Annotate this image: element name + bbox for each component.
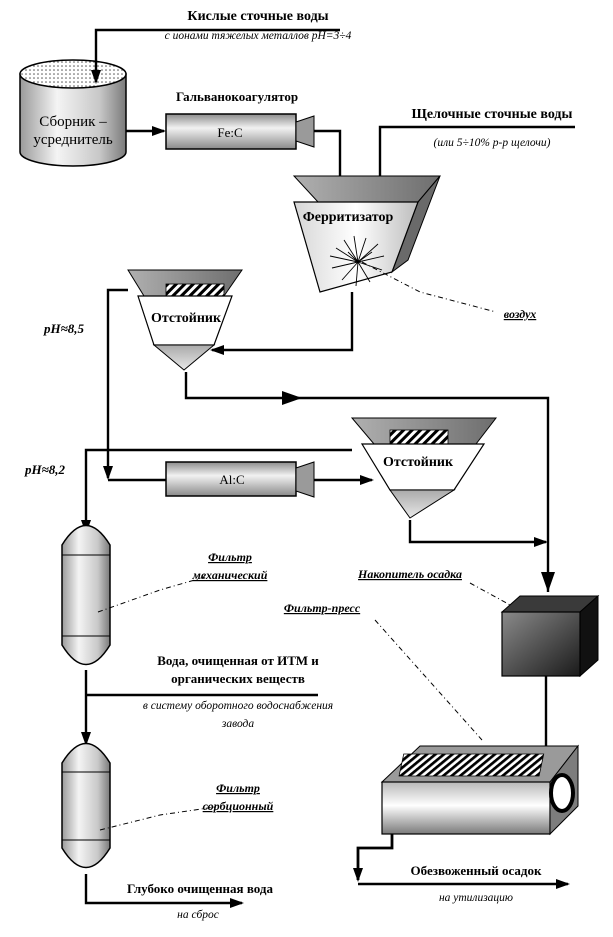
galvanocoagulator-label: Гальванокоагулятор — [176, 89, 298, 104]
filter-press-leader — [374, 619, 483, 741]
aerator-burst-icon — [329, 235, 385, 287]
ferritizer-to-settler1-line — [210, 292, 354, 355]
filter-mech-label-1: Фильтр — [208, 550, 252, 564]
alkaline-water-label: Щелочные сточные воды — [412, 107, 573, 122]
mechanical-filter — [61, 524, 111, 666]
deep-clean-label: Глубоко очищенная вода — [127, 881, 273, 896]
acid-water-inlet-line — [91, 28, 340, 84]
filter-sorb-label-2: сорбционный — [203, 799, 274, 813]
settler2-label: Отстойник — [383, 455, 454, 470]
air-label: воздух — [504, 307, 537, 321]
dewatered-label: Обезвоженный осадок — [411, 863, 542, 878]
alkaline-water-note: (или 5÷10% р-р щелочи) — [434, 137, 551, 149]
settler-2: Отстойник — [350, 417, 498, 519]
settler1-sludge-line — [184, 372, 550, 592]
settler-1: Отстойник — [127, 269, 243, 371]
ph2-label: pH≈8,2 — [24, 462, 65, 477]
ph1-label: pH≈8,5 — [43, 321, 84, 336]
gc-to-ferritizer-line — [314, 129, 345, 195]
settler1-label: Отстойник — [151, 311, 222, 326]
filter-mech-leader — [97, 576, 206, 613]
alc-label: Al:C — [219, 472, 244, 487]
fec-label: Fe:C — [217, 125, 242, 140]
sludge-accum-leader — [469, 582, 513, 607]
recycle-label-2: завода — [221, 718, 254, 730]
ferritizer: Ферритизатор — [292, 175, 442, 293]
deep-clean-line — [84, 874, 244, 908]
clean-water-label-2: органических веществ — [171, 671, 305, 686]
utilization-label: на утилизацию — [439, 892, 513, 904]
collector-label-2: усреднитель — [33, 132, 113, 148]
recycle-label-1: в систему оборотного водоснабжения — [143, 700, 333, 712]
sludge-arrow-1 — [282, 391, 302, 405]
filter-mech-label-2: механический — [192, 568, 268, 582]
sludge-accumulator — [500, 594, 600, 678]
settler2-overflow-line — [81, 448, 352, 534]
discharge-label: на сброс — [177, 909, 219, 921]
sludge-accum-label: Накопитель осадка — [357, 567, 462, 581]
filter-press — [380, 744, 580, 836]
clean-water-label-1: Вода, очищенная от ИТМ и — [157, 653, 319, 668]
filter-sorb-leader — [99, 806, 216, 831]
filter-press-label: Фильтр-пресс — [284, 601, 361, 615]
acid-water-label: Кислые сточные воды — [187, 9, 328, 24]
filter-sorb-label-1: Фильтр — [216, 781, 260, 795]
galvanocoagulator-fec: Fe:C — [165, 113, 315, 150]
collector-tank: Сборник – усреднитель — [19, 59, 127, 167]
settler1-overflow-line — [103, 288, 128, 480]
accumulator-arrow — [541, 572, 555, 592]
press-to-utilization-line — [353, 834, 394, 882]
sorption-filter — [61, 742, 111, 869]
alkaline-inlet-line — [375, 125, 575, 195]
ferritizer-label: Ферритизатор — [303, 210, 394, 225]
settler2-sludge-line — [408, 520, 548, 547]
collector-label-1: Сборник – — [39, 114, 107, 130]
coagulator-alc: Al:C — [165, 461, 315, 498]
acid-water-note: с ионами тяжелых металлов pH=3÷4 — [165, 30, 352, 42]
